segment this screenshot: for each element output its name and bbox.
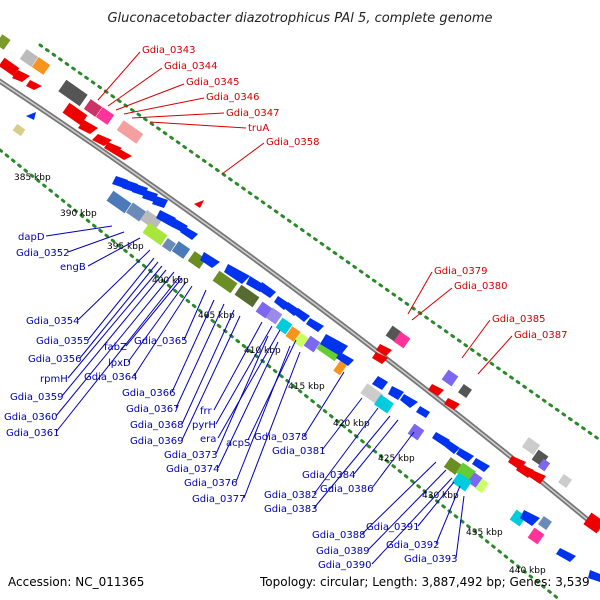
gene-label: rpmH [40,374,68,385]
gene-label: Gdia_0361 [6,428,59,439]
gene-label: Gdia_0386 [320,484,373,495]
gene-label: Gdia_0373 [164,450,217,461]
gene-label: Gdia_0380 [454,281,507,292]
gene-label: Gdia_0358 [266,137,319,148]
gene-label: Gdia_0365 [134,336,187,347]
gene-label: Gdia_0384 [302,470,355,481]
gene-label: Gdia_0368 [130,420,183,431]
gene-label: Gdia_0367 [126,404,179,415]
kbp-tick: 410 kbp [244,346,281,356]
gene-label: Gdia_0347 [226,108,279,119]
red-gene-labels: Gdia_0343 Gdia_0344 Gdia_0345 Gdia_0346 … [142,45,567,341]
gene-label: Gdia_0374 [166,464,219,475]
kbp-tick: 400 kbp [152,276,189,286]
gene-label: Gdia_0378 [254,432,307,443]
topology-text: Topology: circular; Length: 3,887,492 bp… [259,575,590,589]
gene-label: Gdia_0343 [142,45,195,56]
gene-label: Gdia_0352 [16,248,69,259]
kbp-tick: 440 kbp [509,566,546,576]
kbp-tick: 390 kbp [60,209,97,219]
gene-label: era [200,434,216,445]
kbp-ticks: 385 kbp 390 kbp 395 kbp 400 kbp 405 kbp … [14,173,546,576]
gene-label: Gdia_0354 [26,316,79,327]
gene-label: Gdia_0359 [10,392,63,403]
gene-label: Gdia_0385 [492,314,545,325]
gene-label: pyrH [192,420,216,431]
gene-label: acpS [226,438,250,449]
blue-gene-labels: dapD Gdia_0352 engB Gdia_0354 Gdia_0355 … [4,232,457,571]
gene-label: Gdia_0360 [4,412,57,423]
reverse-strand-genes [372,325,600,534]
gene-label: Gdia_0379 [434,266,487,277]
gene-label: Gdia_0355 [36,336,89,347]
kbp-tick: 425 kbp [378,454,415,464]
kbp-tick: 435 kbp [466,528,503,538]
gene-label: Gdia_0369 [130,436,183,447]
gene-label: Gdia_0381 [272,446,325,457]
gene-label: Gdia_0356 [28,354,81,365]
gene-label: Gdia_0393 [404,554,457,565]
gene-label: Gdia_0345 [186,77,239,88]
gene-label: Gdia_0391 [366,522,419,533]
kbp-tick: 415 kbp [288,382,325,392]
gene-label: Gdia_0387 [514,330,567,341]
gene-label: engB [60,262,86,273]
gene-label: truA [248,123,269,134]
gene-label: Gdia_0388 [312,530,365,541]
gene-cluster-topleft [0,34,204,208]
gene-label: Gdia_0389 [316,546,369,557]
gene-label: lpxD [108,358,131,369]
kbp-tick: 395 kbp [107,242,144,252]
gene-label: fabZ [104,342,127,353]
gene-label: Gdia_0390 [318,560,371,571]
outer-dotted-guide [38,43,600,442]
kbp-tick: 420 kbp [333,419,370,429]
gene-label: Gdia_0344 [164,61,217,72]
gene-label: frr [200,406,212,417]
kbp-tick: 430 kbp [422,491,459,501]
gene-label: Gdia_0382 [264,490,317,501]
gene-label: Gdia_0366 [122,388,175,399]
gene-label: Gdia_0392 [386,540,439,551]
accession-text: Accession: NC_011365 [8,575,144,589]
kbp-tick: 385 kbp [14,173,51,183]
gene-label: Gdia_0346 [206,92,259,103]
blue-leader-lines [45,225,465,565]
inner-dotted-guide [0,148,562,600]
gene-label: dapD [18,232,45,243]
gene-label: Gdia_0364 [84,372,137,383]
gene-label: Gdia_0376 [184,478,237,489]
forward-strand-genes [106,176,600,582]
map-title: Gluconacetobacter diazotrophicus PAl 5, … [107,11,492,26]
gene-label: Gdia_0377 [192,494,245,505]
red-leader-lines [97,51,513,375]
kbp-tick: 405 kbp [198,311,235,321]
gene-label: Gdia_0383 [264,504,317,515]
